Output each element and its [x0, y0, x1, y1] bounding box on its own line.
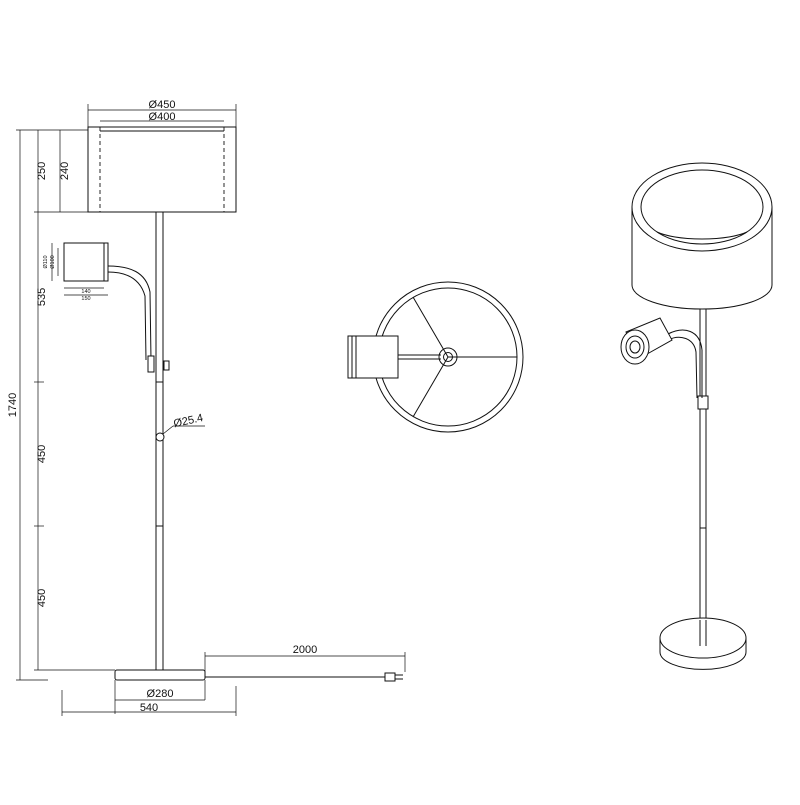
- tube-joint: [155, 432, 165, 442]
- dim-total-width: 540: [140, 702, 158, 714]
- perspective-spotlight-lens: [620, 329, 650, 365]
- dim-shade-height-outer: 250: [36, 162, 48, 180]
- dim-base-diameter: Ø280: [147, 688, 174, 700]
- dim-cable-length: 2000: [293, 644, 317, 656]
- dim-shade-inner: Ø400: [149, 111, 176, 123]
- dim-spot-depth-inner: 140: [81, 289, 90, 295]
- dim-spot-inner: Ø100: [50, 255, 56, 268]
- perspective-base: [659, 617, 747, 659]
- dim-middle-section: 450: [36, 445, 48, 463]
- switch: [163, 360, 170, 371]
- perspective-shade: [631, 207, 773, 310]
- spotlight-head: [63, 242, 109, 282]
- dim-lower-section: 450: [36, 589, 48, 607]
- dim-shade-outer: Ø450: [149, 99, 176, 111]
- top-view: [347, 281, 524, 433]
- perspective-view: [620, 162, 773, 670]
- front-elevation: Ø450 Ø400 250 240 535 1740 450 450 Ø110 …: [7, 99, 406, 716]
- spotlight-arm: [63, 242, 155, 373]
- base: [114, 669, 206, 681]
- dim-total-height: 1740: [7, 393, 19, 417]
- dim-spot-depth-outer: 150: [81, 296, 90, 302]
- dim-spot-outer: Ø110: [43, 255, 49, 268]
- dim-tube-diameter: Ø25.4: [172, 412, 204, 430]
- power-cable: [205, 672, 403, 682]
- dim-upper-section: 535: [36, 288, 48, 306]
- dim-shade-height-inner: 240: [59, 162, 71, 180]
- shade-outline: [87, 126, 237, 213]
- pole: [155, 212, 170, 670]
